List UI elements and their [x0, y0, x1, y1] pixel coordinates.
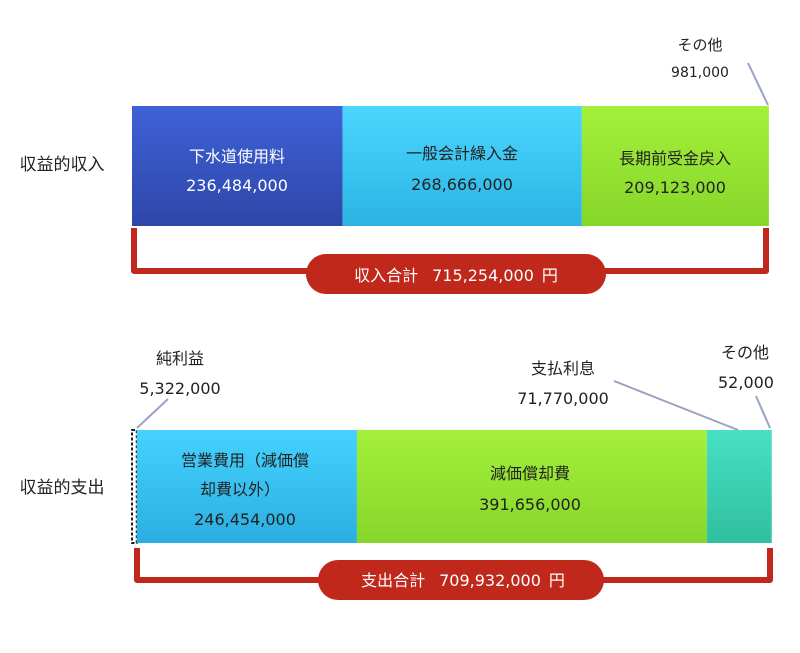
income-segment-0 — [132, 106, 343, 226]
income-other-value: 981,000 — [671, 65, 729, 81]
income-other-leader — [747, 62, 769, 106]
expense-seg1-name-line1: 営業費用（減価償 — [181, 451, 309, 470]
income-total-label: 収入合計 — [354, 266, 418, 285]
expense-segment-1 — [136, 430, 357, 543]
expense-total-unit: 円 — [549, 571, 565, 590]
expense-segment-3 — [706, 430, 771, 543]
expense-seg1-value: 246,454,000 — [194, 510, 296, 529]
expense-total-label: 支出合計 — [361, 571, 425, 590]
expense-other-value: 52,000 — [718, 373, 774, 392]
income-seg0-value: 236,484,000 — [186, 176, 288, 195]
income-seg1-name: 一般会計繰入金 — [406, 144, 518, 163]
income-total-text: 収入合計 715,254,000 円 — [354, 266, 558, 285]
income-total-pill — [306, 254, 606, 294]
net-profit-name: 純利益 — [156, 349, 204, 368]
category-label-expense: 収益的支出 — [20, 478, 105, 498]
expense-other-name: その他 — [721, 343, 769, 362]
income-segment-3 — [768, 106, 769, 226]
income-seg2-value: 209,123,000 — [624, 178, 726, 197]
category-label-income: 収益的収入 — [20, 155, 105, 175]
income-bar — [132, 106, 769, 226]
expense-bar — [131, 429, 772, 544]
income-segment-1 — [342, 106, 582, 226]
income-total-value: 715,254,000 — [432, 266, 534, 285]
net-profit-value: 5,322,000 — [139, 379, 220, 398]
expense-segment-4 — [770, 430, 772, 543]
expense-seg2-value: 391,656,000 — [479, 495, 581, 514]
expense-seg2-name: 減価償却費 — [490, 464, 570, 483]
expense-total-pill — [318, 560, 604, 600]
income-segment-2 — [581, 106, 769, 226]
interest-name: 支払利息 — [531, 359, 595, 378]
income-seg1-value: 268,666,000 — [411, 175, 513, 194]
expense-seg1-name-line2: 却費以外） — [200, 480, 280, 499]
income-other-name: その他 — [677, 36, 722, 54]
interest-leader — [613, 380, 739, 431]
expense-other-leader — [755, 395, 771, 429]
income-total-unit: 円 — [542, 266, 558, 285]
expense-segment-0 — [131, 429, 138, 544]
expense-total-value: 709,932,000 — [439, 571, 541, 590]
expense-total-text: 支出合計 709,932,000 円 — [361, 571, 565, 590]
income-seg2-name: 長期前受金戻入 — [619, 149, 731, 168]
interest-value: 71,770,000 — [517, 389, 609, 408]
net-profit-leader — [136, 398, 169, 429]
expense-segment-2 — [356, 430, 707, 543]
income-seg0-name: 下水道使用料 — [189, 147, 285, 166]
